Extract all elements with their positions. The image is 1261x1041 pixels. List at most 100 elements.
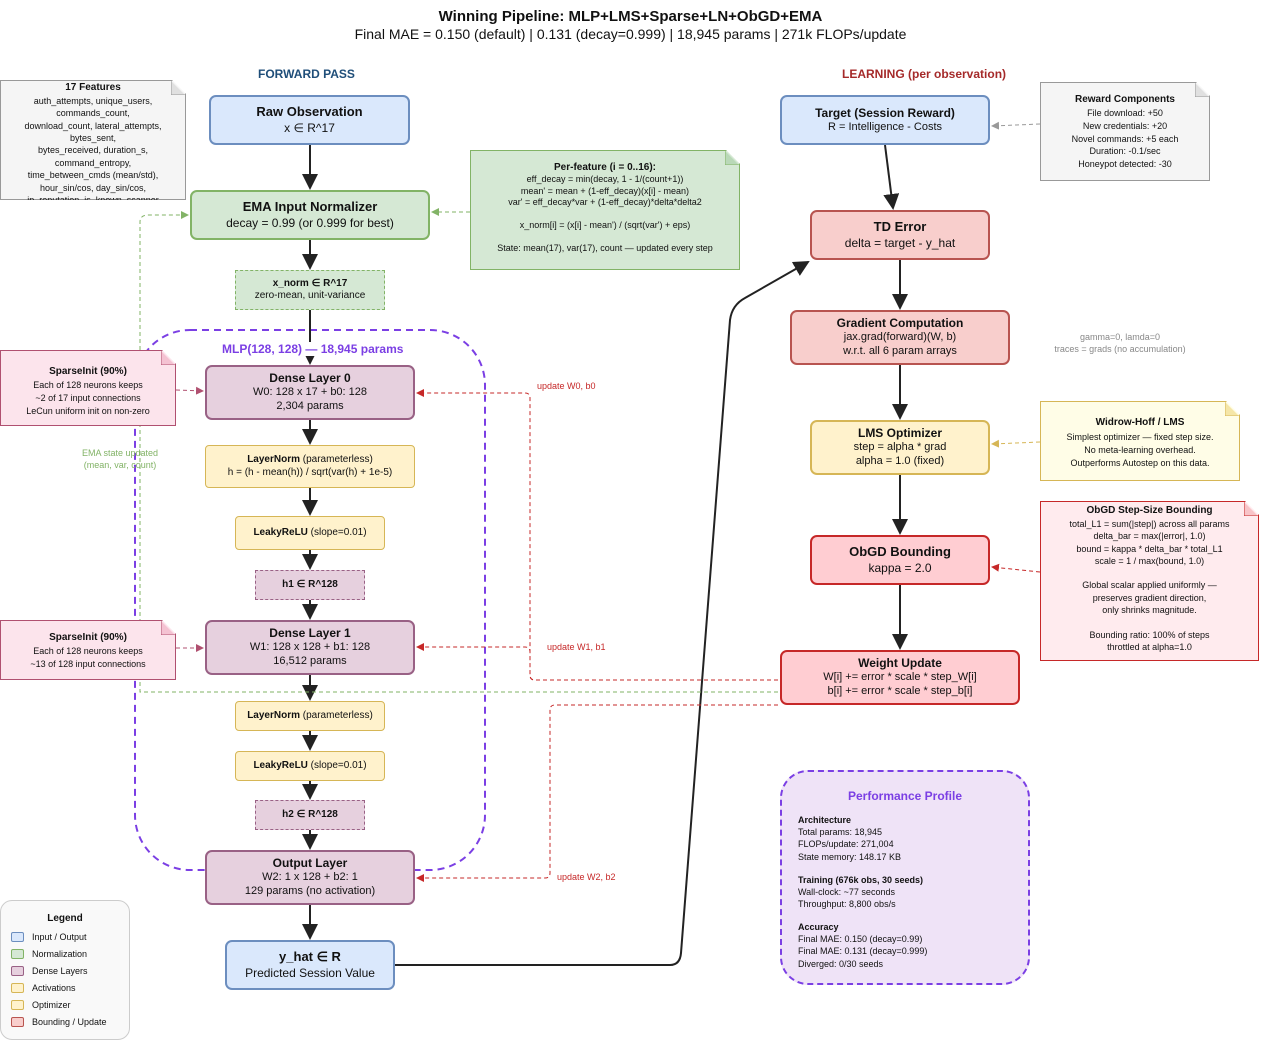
ema-state-label-line: (mean, var, count) <box>83 459 157 470</box>
leaky-relu-2-title: LeakyReLU <box>253 759 308 771</box>
td-error-title: TD Error <box>873 219 927 235</box>
features-note-line: auth_attempts, unique_users, <box>33 95 153 106</box>
arrow-yhat-to-td <box>395 261 810 966</box>
ema-state-label: EMA state updated (mean, var, count) <box>70 448 170 471</box>
sparse-init-1-line: Each of 128 neurons keeps <box>33 646 143 657</box>
h2-label: h2 ∈ R^128 <box>282 808 338 820</box>
reward-component-line: Duration: -0.1/sec <box>1089 146 1161 157</box>
update-w2-label: update W2, b2 <box>557 872 616 882</box>
dense-layer-1-title: Dense Layer 1 <box>269 626 351 641</box>
sparse-init-0-line: LeCun uniform init on non-zero <box>26 405 150 416</box>
features-note-line: hour_sin/cos, day_sin/cos, <box>39 182 147 193</box>
xnorm-sub: zero-mean, unit-variance <box>254 290 366 301</box>
layernorm-1-formula: h = (h - mean(h)) / sqrt(var(h) + 1e-5) <box>227 466 393 478</box>
h1-label: h1 ∈ R^128 <box>282 578 338 590</box>
weight-update-w: W[i] += error * scale * step_W[i] <box>823 671 977 684</box>
features-note-title: 17 Features <box>65 82 121 93</box>
gamma-label: gamma=0, lamda=0 traces = grads (no accu… <box>1040 332 1200 355</box>
perf-training-line: Wall-clock: ~77 seconds <box>798 886 895 897</box>
weight-update-title: Weight Update <box>858 656 942 671</box>
sparse-init-0-line: ~2 of 17 input connections <box>35 392 141 403</box>
dense-layer-0-shape: W0: 128 x 17 + b0: 128 <box>252 386 368 399</box>
forward-pass-header: FORWARD PASS <box>258 67 355 81</box>
xnorm-title: x_norm ∈ R^17 <box>272 277 348 289</box>
target-node: Target (Session Reward) R = Intelligence… <box>780 95 990 145</box>
weight-update-node: Weight Update W[i] += error * scale * st… <box>780 650 1020 705</box>
legend-label: Bounding / Update <box>32 1016 107 1027</box>
obgd-bounding-node: ObGD Bounding kappa = 2.0 <box>810 535 990 585</box>
raw-observation-title: Raw Observation <box>256 104 363 120</box>
output-layer-params: 129 params (no activation) <box>244 885 376 897</box>
per-feature-note-line: State: mean(17), var(17), count — update… <box>497 242 713 253</box>
leaky-relu-1-label: LeakyReLU (slope=0.01) <box>253 527 366 540</box>
legend-item: Dense Layers <box>1 962 129 979</box>
ema-state-label-line: EMA state updated <box>81 448 159 458</box>
widrow-hoff-line: No meta-learning overhead. <box>1084 444 1196 455</box>
gradient-computation-wrt: w.r.t. all 6 param arrays <box>843 345 957 357</box>
sparse-init-1-title: SparseInit (90%) <box>49 632 127 643</box>
per-feature-note-title: Per-feature (i = 0..16): <box>554 162 656 173</box>
leaky-relu-2-node: LeakyReLU (slope=0.01) <box>235 751 385 781</box>
gradient-computation-title: Gradient Computation <box>836 316 964 331</box>
legend-label: Normalization <box>32 948 88 959</box>
gradient-computation-node: Gradient Computation jax.grad(forward)(W… <box>790 310 1010 365</box>
legend-label: Optimizer <box>32 999 71 1010</box>
legend-swatch <box>11 1016 24 1027</box>
dense-layer-0-title: Dense Layer 0 <box>269 371 351 386</box>
td-error-node: TD Error delta = target - y_hat <box>810 210 990 260</box>
sparse-init-0-title: SparseInit (90%) <box>49 366 127 377</box>
features-note-line: command_entropy, <box>54 157 132 168</box>
ema-normalizer-title: EMA Input Normalizer <box>242 199 378 215</box>
gamma-label-line: gamma=0, lamda=0 <box>1079 332 1161 342</box>
perf-architecture-line: State memory: 148.17 KB <box>798 851 902 862</box>
reward-component-line: Novel commands: +5 each <box>1071 133 1179 144</box>
layernorm-1-node: LayerNorm (parameterless) h = (h - mean(… <box>205 445 415 488</box>
dense-layer-1-node: Dense Layer 1 W1: 128 x 128 + b1: 128 16… <box>205 620 415 675</box>
obgd-note-line: scale = 1 / max(bound, 1.0) <box>1094 556 1205 567</box>
per-feature-note-line: mean' = mean + (1-eff_decay)(x[i] - mean… <box>520 185 690 196</box>
yhat-sub: Predicted Session Value <box>245 965 375 980</box>
leaky-relu-1-tail: (slope=0.01) <box>307 526 367 538</box>
reward-components-note: Reward Components File download: +50 New… <box>1040 82 1210 181</box>
update-w0-label: update W0, b0 <box>537 381 596 391</box>
lms-optimizer-title: LMS Optimizer <box>857 426 942 441</box>
yhat-title: y_hat ∈ R <box>279 949 341 965</box>
perf-training-line: Throughput: 8,800 obs/s <box>798 899 896 910</box>
legend-label: Activations <box>32 982 76 993</box>
update-w1-line <box>416 643 778 681</box>
raw-observation-node: Raw Observation x ∈ R^17 <box>209 95 410 145</box>
obgd-bounding-kappa: kappa = 2.0 <box>868 560 932 575</box>
sparse-init-1-line: ~13 of 128 input connections <box>30 658 146 669</box>
target-sub: R = Intelligence - Costs <box>827 120 943 133</box>
per-feature-note-line: x_norm[i] = (x[i] - mean') / (sqrt(var')… <box>519 220 691 231</box>
mlp-label: MLP(128, 128) — 18,945 params <box>220 342 406 356</box>
obgd-note-line: total_L1 = sum(|step|) across all params <box>1069 518 1230 529</box>
h2-node: h2 ∈ R^128 <box>255 800 365 830</box>
arrow-target-to-td <box>883 144 900 210</box>
reward-component-line: File download: +50 <box>1087 108 1163 119</box>
sparse-init-0-line: Each of 128 neurons keeps <box>33 380 143 391</box>
features-note-line: download_count, lateral_attempts, <box>24 120 162 131</box>
arrow-sparse0-to-dense0 <box>175 386 204 395</box>
layernorm-1-title: LayerNorm <box>247 454 300 465</box>
arrow-obgdnote-to-obgd <box>991 563 1041 573</box>
layernorm-2-label: LayerNorm (parameterless) <box>247 710 373 723</box>
legend-swatch <box>11 948 24 959</box>
sparse-init-0-note: SparseInit (90%) Each of 128 neurons kee… <box>0 350 176 426</box>
dense-layer-0-params: 2,304 params <box>276 400 344 412</box>
obgd-note-line: Bounding ratio: 100% of steps <box>1089 629 1210 640</box>
output-layer-shape: W2: 1 x 128 + b2: 1 <box>262 871 358 884</box>
reward-component-line: Honeypot detected: -30 <box>1078 159 1172 170</box>
ema-normalizer-sub: decay = 0.99 (or 0.999 for best) <box>226 215 394 230</box>
output-layer-title: Output Layer <box>272 856 348 871</box>
legend-item: Bounding / Update <box>1 1013 129 1030</box>
update-w2-line <box>416 704 778 882</box>
legend-label: Dense Layers <box>32 965 88 976</box>
ema-normalizer-node: EMA Input Normalizer decay = 0.99 (or 0.… <box>190 190 430 240</box>
legend-swatch <box>11 965 24 976</box>
layernorm-2-title: LayerNorm <box>247 709 300 721</box>
per-feature-note-line: var' = eff_decay*var + (1-eff_decay)*del… <box>508 197 702 208</box>
legend-item: Activations <box>1 979 129 996</box>
legend-title: Legend <box>47 913 83 924</box>
